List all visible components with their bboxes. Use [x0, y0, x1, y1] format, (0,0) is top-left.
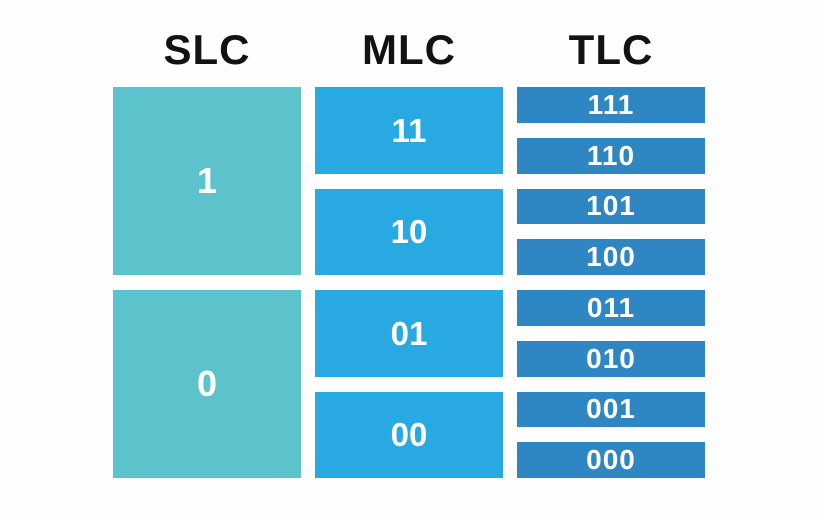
tlc-cell-100: 100 [517, 239, 705, 275]
tlc-cell-000: 000 [517, 442, 705, 478]
tlc-cell-stack: 111 110 101 100 011 010 001 000 [517, 87, 705, 478]
diagram-grid: SLC 1 0 MLC 11 10 01 00 TLC 111 110 101 … [113, 0, 705, 478]
tlc-cell-110: 110 [517, 137, 705, 174]
column-header-slc: SLC [163, 25, 251, 73]
tlc-cell-010: 010 [517, 340, 705, 377]
tlc-cell-011: 011 [517, 290, 705, 326]
column-tlc: TLC 111 110 101 100 011 010 001 000 [517, 0, 705, 478]
mlc-cell-10: 10 [315, 188, 503, 275]
tlc-cell-101: 101 [517, 188, 705, 225]
mlc-cell-stack: 11 10 01 00 [315, 87, 503, 478]
column-slc: SLC 1 0 [113, 0, 301, 478]
column-mlc: MLC 11 10 01 00 [315, 0, 503, 478]
slc-cell-0: 0 [113, 290, 301, 478]
tlc-cell-001: 001 [517, 391, 705, 428]
slc-cell-1: 1 [113, 87, 301, 275]
column-header-tlc: TLC [568, 25, 654, 73]
tlc-cell-111: 111 [517, 87, 705, 123]
mlc-cell-01: 01 [315, 290, 503, 377]
column-header-mlc: MLC [362, 25, 456, 73]
mlc-cell-11: 11 [315, 87, 503, 174]
mlc-cell-00: 00 [315, 391, 503, 478]
slc-cell-stack: 1 0 [113, 87, 301, 478]
